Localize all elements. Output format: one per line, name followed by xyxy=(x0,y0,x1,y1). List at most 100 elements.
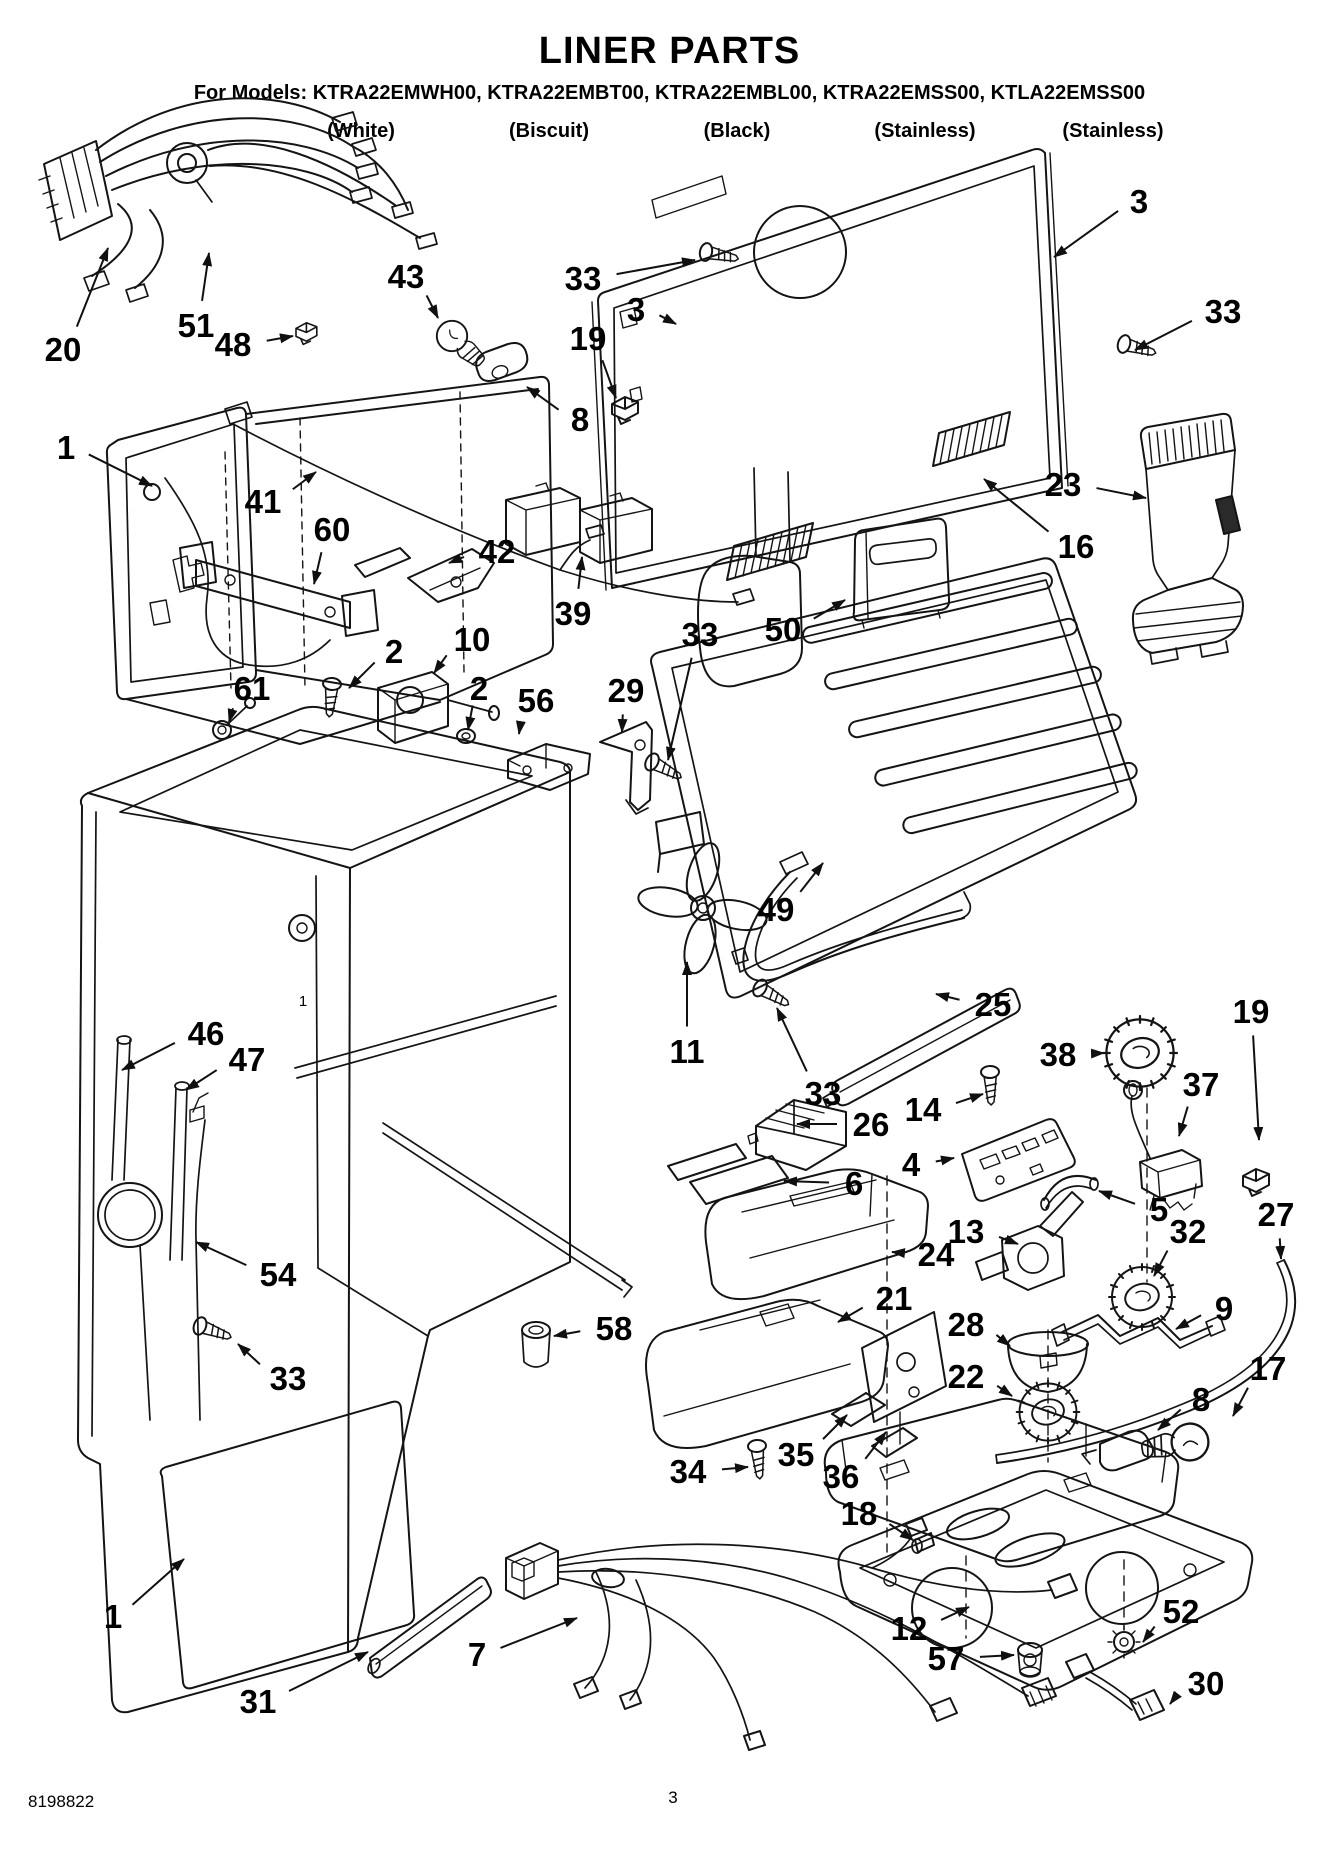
strap-9-drawing xyxy=(1051,1314,1226,1349)
callout-label-2: 2 xyxy=(470,670,488,707)
callout-arrow-9 xyxy=(1175,1314,1202,1330)
water-filter-drawing xyxy=(1131,412,1244,665)
callout-arrow-28 xyxy=(995,1333,1011,1347)
callout-label-33: 33 xyxy=(565,260,602,297)
screw-33-top-drawing xyxy=(697,240,742,269)
callout-arrow-48 xyxy=(266,333,294,344)
screw-33-right-drawing xyxy=(1114,332,1160,363)
pin-18-drawing xyxy=(911,1532,935,1554)
screw-33-center-drawing xyxy=(749,976,795,1014)
lower-liner-drawing xyxy=(77,705,633,1714)
callout-arrow-33 xyxy=(1134,320,1193,351)
nut-52-drawing xyxy=(1107,1625,1141,1659)
callout-arrow-33 xyxy=(237,1343,261,1365)
callout-label-33: 33 xyxy=(1205,293,1242,330)
finish-label: (Black) xyxy=(703,120,771,142)
finish-label: (Stainless) xyxy=(1062,120,1164,142)
callout-arrow-31 xyxy=(288,1651,369,1692)
callout-label-41: 41 xyxy=(245,483,282,520)
cover-50-drawing xyxy=(852,517,951,629)
models-line: For Models: KTRA22EMWH00, KTRA22EMBT00, … xyxy=(193,82,1146,104)
callout-arrow-47 xyxy=(185,1069,218,1091)
tubes-46-47-54-drawing xyxy=(97,1035,209,1421)
callout-arrow-22 xyxy=(996,1384,1013,1397)
callout-arrow-50 xyxy=(813,599,846,620)
callout-label-8: 8 xyxy=(1192,1381,1210,1418)
diagram-linework xyxy=(38,97,1297,1751)
callout-arrow-25 xyxy=(935,992,960,1002)
callout-label-7: 7 xyxy=(468,1636,486,1673)
callout-arrow-58 xyxy=(553,1328,581,1339)
callout-label-4: 4 xyxy=(902,1146,921,1183)
callout-label-8: 8 xyxy=(571,401,589,438)
callout-arrow-34 xyxy=(721,1463,749,1474)
callout-label-26: 26 xyxy=(853,1106,890,1143)
callout-arrow-60 xyxy=(312,552,323,585)
callout-arrow-46 xyxy=(121,1041,176,1071)
callout-label-1: 1 xyxy=(104,1598,122,1635)
callout-arrow-33 xyxy=(666,657,693,761)
callout-label-11: 11 xyxy=(670,1033,705,1070)
callout-label-2: 2 xyxy=(385,633,403,670)
callout-arrow-57 xyxy=(979,1650,1015,1661)
assembly-axis-lines xyxy=(886,1087,1148,1639)
callout-label-47: 47 xyxy=(229,1041,266,1078)
callout-label-42: 42 xyxy=(479,533,516,570)
page-title: LINER PARTS xyxy=(538,30,801,72)
callout-arrow-49 xyxy=(799,862,824,893)
callout-label-24: 24 xyxy=(918,1236,955,1273)
callout-arrow-23 xyxy=(1096,487,1147,501)
plates-35-36-drawing xyxy=(831,1311,947,1458)
bracket-13-drawing xyxy=(975,1191,1084,1291)
callout-arrow-52 xyxy=(1142,1625,1156,1643)
callout-label-13: 13 xyxy=(948,1213,985,1250)
callout-label-57: 57 xyxy=(928,1640,965,1677)
callout-arrow-27 xyxy=(1275,1238,1286,1260)
callout-label-28: 28 xyxy=(948,1306,985,1343)
callout-arrow-6 xyxy=(783,1176,830,1187)
callout-arrow-19 xyxy=(601,359,617,399)
callout-label-5: 5 xyxy=(1150,1191,1168,1228)
callout-arrow-37 xyxy=(1177,1106,1189,1137)
callout-label-56: 56 xyxy=(518,682,555,719)
pad-6-drawing xyxy=(667,1143,789,1205)
callout-label-32: 32 xyxy=(1170,1213,1207,1250)
callout-arrow-1 xyxy=(131,1558,185,1606)
callout-label-37: 37 xyxy=(1183,1066,1220,1103)
callout-label-58: 58 xyxy=(596,1310,633,1347)
callout-arrow-3 xyxy=(1053,210,1119,258)
bracket-60-drawing xyxy=(179,541,379,637)
callout-arrow-24 xyxy=(891,1248,906,1259)
callout-arrow-41 xyxy=(292,471,317,491)
callout-label-29: 29 xyxy=(608,672,645,709)
callout-arrow-7 xyxy=(500,1617,578,1649)
switch-37-drawing xyxy=(1123,1080,1203,1211)
shield-42-drawing xyxy=(354,547,495,603)
callout-label-3: 3 xyxy=(627,291,645,328)
harness-30-drawing xyxy=(1065,1653,1165,1721)
screw-34-drawing xyxy=(746,1438,770,1481)
callout-arrow-33 xyxy=(616,257,696,276)
finish-label: (Stainless) xyxy=(874,120,976,142)
clip-19-right-drawing xyxy=(1242,1168,1270,1197)
callout-arrow-5 xyxy=(1098,1190,1136,1205)
callout-label-22: 22 xyxy=(948,1358,985,1395)
callout-label-21: 21 xyxy=(876,1280,913,1317)
callout-arrow-56 xyxy=(515,720,526,735)
base-deck-drawing xyxy=(823,1397,1180,1563)
thermostat-10-drawing xyxy=(377,671,500,744)
callout-label-16: 16 xyxy=(1058,528,1095,565)
callout-arrow-16 xyxy=(983,478,1050,533)
callout-label-33: 33 xyxy=(270,1360,307,1397)
callout-label-51: 51 xyxy=(178,307,215,344)
callout-arrow-30 xyxy=(1169,1690,1182,1705)
callout-arrow-17 xyxy=(1232,1387,1249,1417)
callout-arrow-36 xyxy=(864,1431,887,1460)
wire-41-drawing xyxy=(224,401,755,606)
plug-58-drawing xyxy=(521,1321,551,1368)
finish-label: (Biscuit) xyxy=(509,120,589,142)
callout-label-36: 36 xyxy=(823,1458,860,1495)
callout-label-38: 38 xyxy=(1040,1036,1077,1073)
